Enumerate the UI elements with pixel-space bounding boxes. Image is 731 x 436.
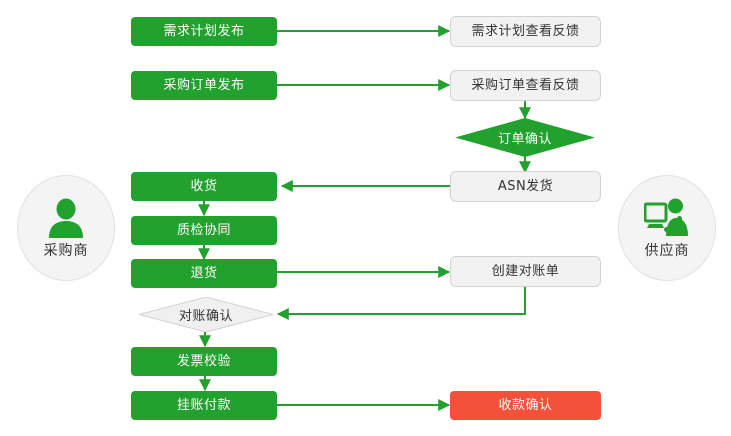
edge-statement-to-confirm: [276, 287, 526, 320]
node-order-confirm[interactable]: 订单确认: [455, 118, 595, 157]
node-return-goods[interactable]: 退货: [131, 259, 277, 288]
actor-buyer[interactable]: 采购商: [17, 175, 115, 281]
node-order-confirm-label: 订单确认: [497, 132, 552, 147]
node-create-statement[interactable]: 创建对账单: [450, 256, 601, 287]
node-demand-plan-feedback[interactable]: 需求计划查看反馈: [450, 16, 601, 47]
node-invoice-check[interactable]: 发票校验: [131, 347, 277, 376]
node-po-publish[interactable]: 采购订单发布: [131, 71, 277, 100]
node-receive-goods[interactable]: 收货: [131, 172, 277, 201]
node-receipt-confirm[interactable]: 收款确认: [450, 391, 601, 420]
node-qc-collab[interactable]: 质检协同: [131, 216, 277, 245]
actor-supplier[interactable]: 供应商: [618, 175, 716, 281]
node-statement-confirm-label: 对账确认: [178, 309, 233, 324]
actor-supplier-label: 供应商: [644, 243, 690, 259]
node-demand-plan-publish[interactable]: 需求计划发布: [131, 17, 277, 46]
node-po-feedback[interactable]: 采购订单查看反馈: [450, 70, 601, 101]
node-payable-payment[interactable]: 挂账付款: [131, 391, 277, 420]
node-asn-ship[interactable]: ASN发货: [450, 171, 601, 202]
actor-buyer-label: 采购商: [43, 243, 89, 259]
person-at-computer-icon: [644, 196, 690, 238]
node-statement-confirm[interactable]: 对账确认: [139, 297, 273, 332]
person-icon: [43, 196, 89, 238]
